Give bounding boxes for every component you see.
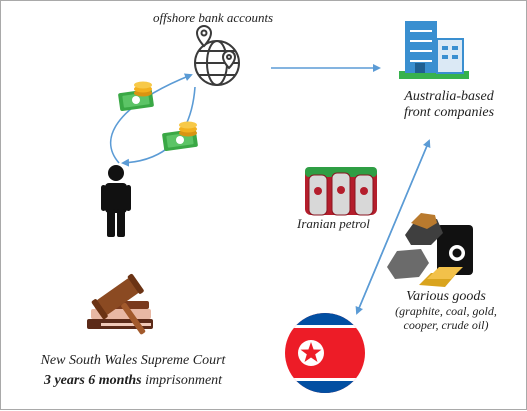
oil-barrels-icon (305, 167, 377, 216)
front-companies-line2: front companies (403, 105, 495, 121)
court-label: New South Wales Supreme Court (40, 353, 226, 368)
person-icon (101, 165, 131, 237)
front-companies-line1: Australia-based (404, 89, 494, 104)
goods-icon (387, 213, 473, 287)
money-icon (118, 81, 154, 112)
various-goods-line2: (graphite, coal, gold, (395, 304, 497, 319)
sentence-label: 3 years 6 months imprisonment (23, 373, 243, 389)
front-companies-label: Australia-based front companies (379, 89, 519, 121)
money-icon (162, 121, 198, 152)
various-goods-line1: Various goods (406, 289, 486, 304)
sentence-duration: 3 years 6 months (43, 373, 142, 388)
gavel-books-icon (87, 273, 153, 335)
north-korea-flag-icon (285, 313, 365, 393)
flow-arrows (109, 64, 431, 315)
sentence-type: imprisonment (141, 373, 223, 388)
office-building-icon (399, 21, 469, 79)
arrow-person-to-globe (109, 73, 193, 164)
various-goods-line3: cooper, crude oil) (403, 317, 489, 332)
offshore-bank-accounts-label: offshore bank accounts (153, 10, 274, 25)
various-goods-label: Various goods (graphite, coal, gold, coo… (381, 289, 511, 333)
globe-pin-icon (194, 25, 240, 86)
arrow-front-to-flag (355, 140, 430, 315)
iranian-petrol-label: Iranian petrol (297, 216, 370, 231)
